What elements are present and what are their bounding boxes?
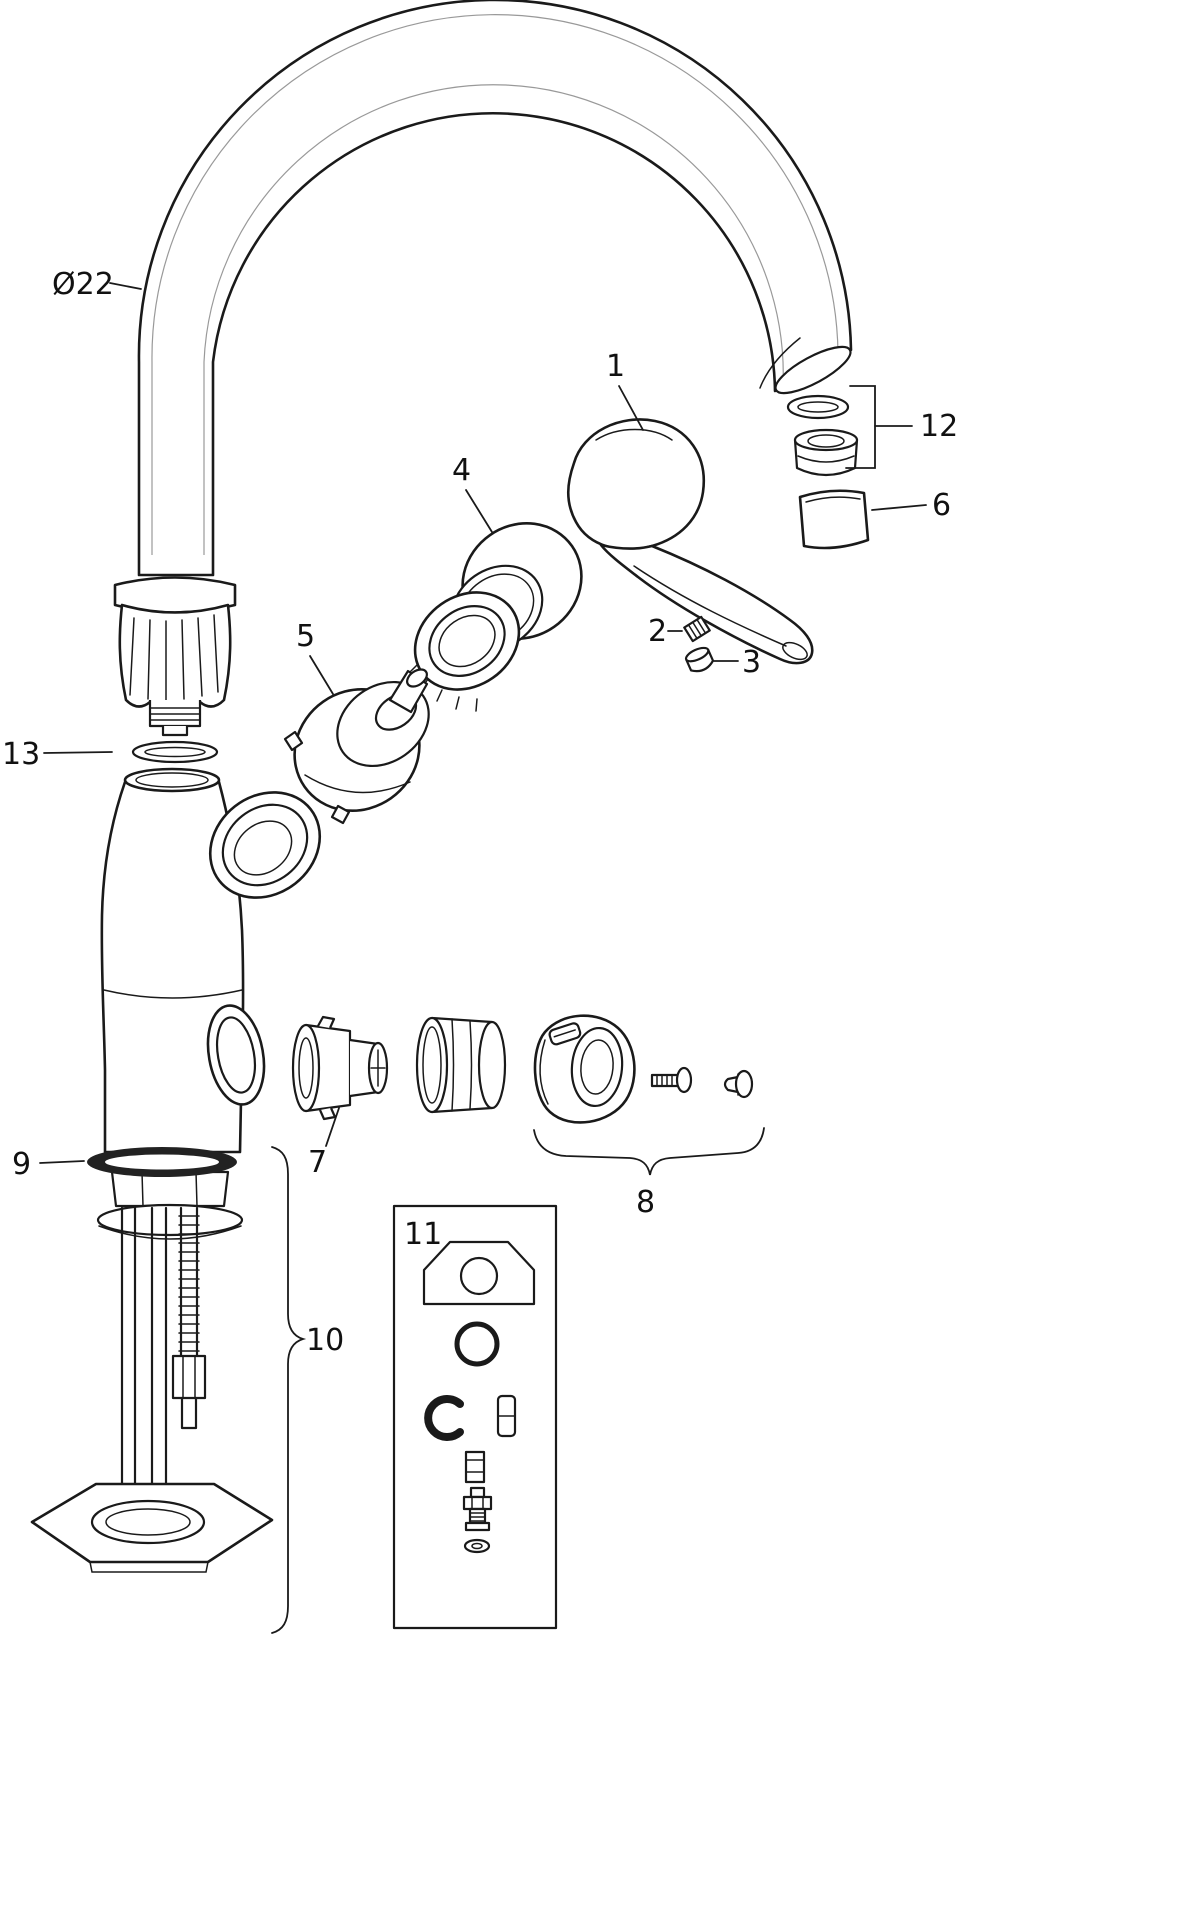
stud-hex-nut: [171, 1354, 207, 1400]
aerator-housing-6: [798, 489, 870, 550]
spout-threaded-tip: [148, 700, 202, 737]
body-upper-arm-opening: [208, 791, 322, 899]
spout-outlet-cap: [774, 345, 852, 395]
cartridge-tab: [283, 730, 304, 752]
handle-screw-2: [683, 615, 711, 643]
body-side-port-opening: [206, 1004, 266, 1106]
kit-c-clip: [424, 1395, 464, 1441]
label-leader-13: [43, 751, 113, 754]
label-part-1: 1: [606, 349, 625, 384]
spray-plug: [723, 1069, 754, 1099]
label-part-12: 12: [920, 409, 958, 444]
screw-cover-3: [684, 646, 715, 673]
spout-tube: [137, 0, 853, 577]
label-part-8: 8: [636, 1185, 655, 1220]
lever-handle-1: [566, 418, 814, 665]
kit-escutcheon-block: [422, 1240, 536, 1306]
accessory-box-11: [392, 1204, 558, 1630]
threaded-stud: [171, 1206, 207, 1430]
aerator-insert-12: [793, 428, 859, 477]
spray-head: [533, 1014, 636, 1124]
cartridge-retaining-ring: [408, 591, 521, 712]
label-part-4: 4: [452, 453, 471, 488]
label-leader-diameter: [109, 282, 142, 290]
spray-screw: [650, 1066, 693, 1094]
label-part-13: 13: [2, 737, 40, 772]
base-escutcheon-plate: [30, 1482, 274, 1573]
diverter-7: [291, 1015, 389, 1121]
cartridge-5: [283, 668, 430, 825]
aerator-o-ring-12: [786, 394, 850, 420]
label-part-7: 7: [308, 1145, 327, 1180]
label-part-11: 11: [404, 1217, 442, 1252]
label-leader-9: [39, 1160, 85, 1164]
mounting-hardware-10: [30, 1170, 274, 1573]
kit-oval-washer: [463, 1538, 491, 1554]
base-nut: [110, 1170, 230, 1208]
diverter-tab: [317, 1015, 336, 1029]
label-part-9: 9: [12, 1147, 31, 1182]
base-o-ring-9: [87, 1147, 237, 1177]
diverter-tab: [318, 1107, 337, 1121]
spout-collar-nut: [113, 576, 237, 737]
brace-10: [271, 1146, 307, 1634]
kit-spacer: [464, 1450, 486, 1484]
bracket-12: [845, 385, 876, 469]
label-leader-5: [309, 655, 334, 695]
label-leader-7: [325, 1107, 340, 1147]
faucet-body: [100, 767, 322, 1154]
label-part-6: 6: [932, 488, 951, 523]
labels: Ø22 1 2 3 4 5 6 7 8 9 10 11 12 13: [2, 267, 958, 1358]
mounting-washer-plate: [96, 1203, 244, 1237]
label-leader-4: [465, 489, 493, 533]
label-leader-1: [618, 385, 644, 431]
spout-end-joint-line: [759, 337, 801, 389]
o-ring-13: [131, 740, 219, 764]
label-part-5: 5: [296, 619, 315, 654]
kit-o-ring: [454, 1321, 500, 1367]
spray-collar-nut: [415, 1016, 507, 1114]
label-leader-6: [871, 504, 927, 511]
label-part-10: 10: [306, 1323, 344, 1358]
label-part-2: 2: [648, 614, 667, 649]
body-seam-line: [103, 989, 243, 999]
label-part-3: 3: [742, 645, 761, 680]
label-spout-diameter: Ø22: [52, 267, 114, 302]
supply-tubes: [120, 1206, 168, 1496]
kit-connector-bolt: [462, 1486, 493, 1532]
kit-clip: [496, 1394, 517, 1438]
cartridge-tab: [330, 804, 351, 825]
bracket-8: [533, 1127, 765, 1176]
